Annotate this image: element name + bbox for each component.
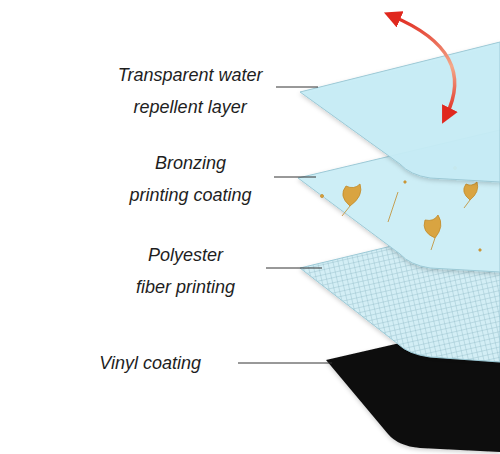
leader-line: [238, 87, 332, 363]
flex-arrow: [392, 16, 455, 116]
layer-label: Vinyl coating: [96, 347, 204, 379]
layer-label: Transparent water repellent layer: [115, 59, 266, 123]
layer-label: Polyester fiber printing: [132, 239, 238, 303]
layer-label: Bronzing printing coating: [126, 147, 255, 211]
water-repellent-layer: [300, 42, 500, 182]
